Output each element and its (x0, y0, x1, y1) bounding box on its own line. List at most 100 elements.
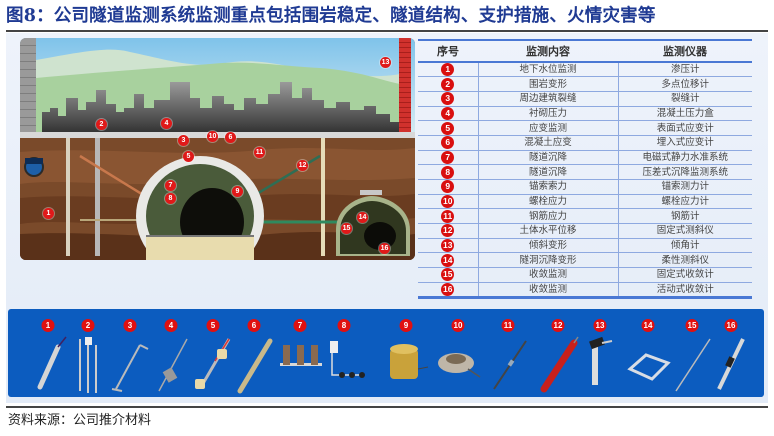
table-row: 16 收敛监测 活动式收敛计 (418, 282, 752, 298)
diagram-marker: 3 (178, 135, 189, 146)
instrument-cell: 渗压计 (670, 64, 700, 76)
number-badge: 2 (441, 77, 455, 91)
content-cell: 收敛监测 (477, 267, 619, 283)
instrument-item: 14 (626, 309, 671, 397)
portable-convergence-meter-icon (717, 338, 745, 390)
serial-cell: 16 (418, 282, 478, 297)
instrument-cell: 表面式应变计 (656, 122, 714, 134)
number-badge: 16 (441, 282, 455, 296)
title-divider (6, 30, 768, 32)
instrument-item: 10 (436, 309, 481, 397)
content-cell: 隧道沉降 (477, 150, 619, 165)
figure-source: 资料来源：公司推介材料 (8, 413, 152, 428)
instrument-item: 9 (384, 309, 429, 397)
instrument-item: 12 (536, 309, 580, 397)
anchor-load-cell-icon (390, 344, 429, 379)
serial-cell: 12 (418, 224, 478, 239)
instrument-number-badge: 9 (399, 319, 413, 332)
number-badge: 15 (441, 268, 455, 282)
serial-cell: 9 (418, 180, 478, 195)
instrument-cell: 钢筋计 (670, 210, 700, 222)
instrument-cell: 固定式收敛计 (656, 269, 714, 281)
content-cell: 收敛监测 (477, 282, 619, 298)
wall-left (20, 38, 36, 136)
instrument-number-badge: 11 (501, 319, 515, 332)
content-cell: 围岩变形 (477, 76, 619, 92)
instrument-item: 8 (322, 309, 366, 397)
diagram-marker: 6 (225, 132, 236, 143)
instrument-cell: 固定式测斜仪 (656, 225, 714, 237)
content-cell: 混凝土应变 (477, 135, 619, 151)
diagram-marker: 11 (254, 147, 265, 158)
instrument-number-badge: 16 (724, 319, 738, 332)
number-badge: 3 (441, 92, 455, 106)
number-badge: 11 (441, 209, 455, 223)
serial-cell: 3 (418, 91, 478, 106)
diagram-marker: 2 (96, 119, 107, 130)
fixed-convergence-meter-icon (675, 338, 711, 392)
instrument-cell: 柔性测斜仪 (661, 254, 709, 266)
instrument-number-badge: 1 (41, 319, 55, 332)
serial-cell: 7 (418, 150, 478, 165)
instrument-item: 2 (66, 309, 110, 397)
figure-title: 图8：公司隧道监测系统监测重点包括围岩稳定、隧道结构、支护措施、火情灾害等 (6, 6, 656, 26)
instrument-item: 16 (709, 309, 753, 397)
building-wall-right (399, 38, 411, 136)
rebar-meter-icon (493, 340, 527, 390)
instrument-item: 5 (191, 309, 235, 397)
number-badge: 14 (441, 253, 455, 267)
instrument-cell: 电磁式静力水准系统 (642, 151, 728, 163)
serial-cell: 4 (418, 106, 478, 121)
instrument-number-badge: 14 (641, 319, 655, 332)
pressure-cell-icon (158, 338, 188, 392)
source-divider (6, 406, 768, 408)
mountains-and-skyline (36, 49, 400, 136)
instrument-number-badge: 3 (123, 319, 137, 332)
instrument-item: 3 (108, 309, 152, 397)
instrument-number-badge: 12 (551, 319, 565, 332)
diagram-marker: 10 (207, 131, 218, 142)
content-cell: 应变监测 (477, 120, 619, 136)
diagram-marker: 8 (165, 193, 176, 204)
instrument-number-badge: 15 (685, 319, 699, 332)
number-badge: 7 (441, 150, 455, 164)
instrument-cell: 埋入式应变计 (656, 137, 714, 149)
instrument-number-badge: 5 (206, 319, 220, 332)
instrument-number-badge: 4 (164, 319, 178, 332)
serial-cell: 6 (418, 135, 478, 150)
instrument-item: 13 (578, 309, 622, 397)
content-cell: 衬砌压力 (477, 106, 619, 121)
settlement-system-icon (330, 341, 365, 378)
header-monitoring-instrument: 监测仪器 (663, 45, 707, 58)
instrument-cell: 活动式收敛计 (656, 283, 714, 295)
instrument-item: 6 (232, 309, 276, 397)
number-badge: 4 (441, 106, 455, 120)
table-header-row: 序号 监测内容 监测仪器 (418, 40, 752, 62)
hydrostatic-leveling-icon (280, 345, 322, 366)
diagram-marker: 7 (165, 180, 176, 191)
diagram-marker: 15 (341, 223, 352, 234)
number-badge: 6 (441, 136, 455, 150)
content-cell: 钢筋应力 (477, 208, 619, 224)
instrument-item: 15 (670, 309, 714, 397)
header-monitoring-content: 监测内容 (526, 45, 570, 58)
crack-meter-icon (111, 344, 149, 392)
instrument-item: 4 (149, 309, 193, 397)
serial-cell: 10 (418, 194, 478, 209)
number-badge: 13 (441, 239, 455, 253)
diagram-marker: 9 (232, 186, 243, 197)
table-row: 15 收敛监测 固定式收敛计 (418, 267, 752, 283)
serial-cell: 2 (418, 77, 478, 92)
inclinometer-icon (540, 336, 579, 393)
bolt-stress-meter-icon (438, 353, 481, 378)
serial-cell: 5 (418, 121, 478, 136)
instrument-cell: 螺栓应力计 (661, 196, 709, 208)
